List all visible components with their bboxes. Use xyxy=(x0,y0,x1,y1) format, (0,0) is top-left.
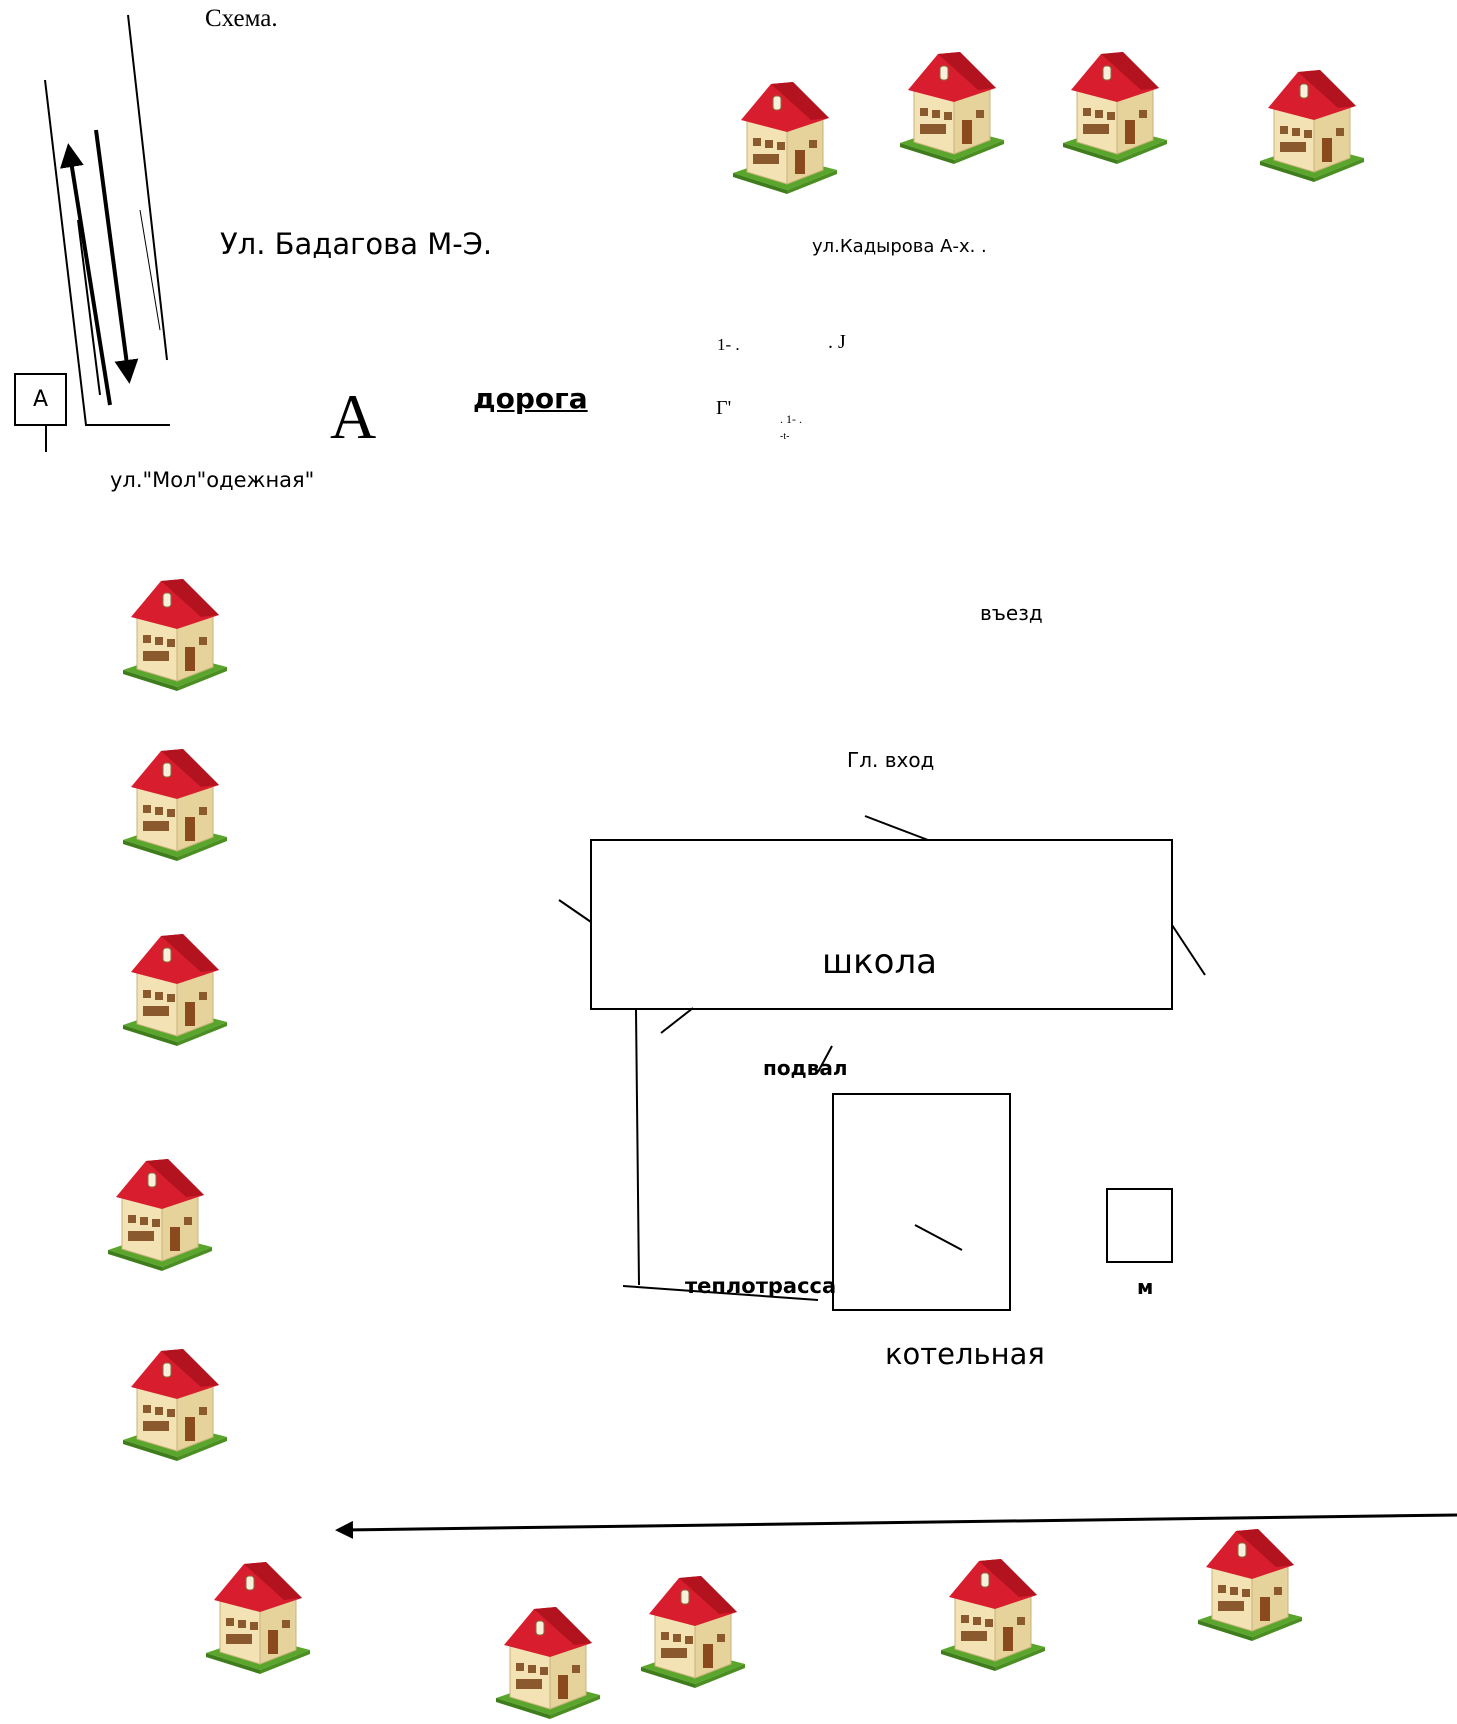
house-icon xyxy=(1062,51,1168,165)
noise-mark: Г' xyxy=(716,397,732,419)
marker-box-a-label: A xyxy=(32,387,49,412)
house-icon xyxy=(640,1575,746,1689)
school-label: школа xyxy=(822,942,938,982)
arrow-icon xyxy=(335,1513,1457,1539)
noise-mark: . J xyxy=(828,331,846,353)
house-icon xyxy=(1197,1528,1303,1642)
street-badagova: Ул. Бадагова М-Э. xyxy=(220,227,493,261)
arrow-icon xyxy=(60,143,112,406)
house-icon xyxy=(122,748,228,862)
house-icon xyxy=(1259,69,1365,183)
house-icon xyxy=(122,578,228,692)
heating-main-label: теплотрасса xyxy=(685,1274,837,1298)
street-kadyrova: ул.Кадырова А-х. . xyxy=(812,236,987,257)
main-entrance-label: Гл. вход xyxy=(847,748,935,772)
school-building xyxy=(590,839,1173,1010)
m-label: м xyxy=(1137,1275,1154,1299)
marker-box-a: A xyxy=(14,373,67,426)
house-icon xyxy=(205,1561,311,1675)
entry-marks xyxy=(558,815,1206,1251)
page-title: Схема. xyxy=(205,5,278,32)
traffic-arrows xyxy=(60,129,161,406)
noise-mark: . 1- . xyxy=(780,412,802,426)
m-box xyxy=(1106,1188,1173,1263)
arrow-icon xyxy=(94,129,139,384)
house-icon xyxy=(940,1558,1046,1672)
house-icon xyxy=(107,1158,213,1272)
heating-main xyxy=(622,1009,819,1301)
big-letter-a: A xyxy=(330,381,377,452)
houses xyxy=(107,51,1365,1720)
street-molodezhnaya: ул."Мол"одежная" xyxy=(110,468,315,492)
basement-label: подвал xyxy=(763,1056,848,1080)
house-icon xyxy=(122,1348,228,1462)
boiler-house-label: котельная xyxy=(885,1337,1045,1371)
house-icon xyxy=(122,933,228,1047)
house-icon xyxy=(495,1606,601,1720)
road-label: дорога xyxy=(473,382,588,415)
boiler-house xyxy=(832,1093,1011,1311)
entry-label: въезд xyxy=(980,601,1043,625)
house-icon xyxy=(732,81,838,195)
noise-mark: -t- xyxy=(780,431,790,442)
noise-mark: 1- . xyxy=(717,335,740,354)
house-icon xyxy=(899,51,1005,165)
road-lines xyxy=(44,14,170,452)
